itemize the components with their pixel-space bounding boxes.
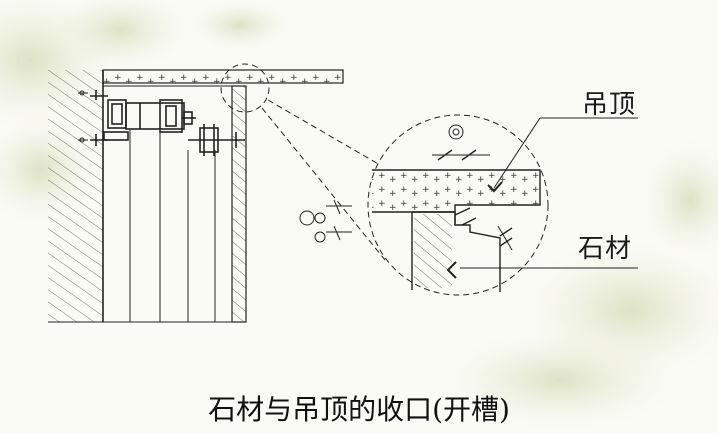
stone-label: 石材 xyxy=(578,234,633,264)
steel-bracket-upper xyxy=(90,90,196,133)
ceiling-label: 吊顶 xyxy=(582,90,637,120)
stone-panels xyxy=(103,130,232,323)
label-leaders xyxy=(460,117,638,269)
wall-anchors xyxy=(78,90,88,143)
magnified-detail xyxy=(299,124,541,292)
stone-cladding xyxy=(231,85,247,323)
drawing-caption: 石材与吊顶的收口(开槽) xyxy=(208,393,510,426)
detail-callout xyxy=(220,63,549,296)
concrete-wall xyxy=(48,70,104,323)
steel-bracket-lower xyxy=(90,124,245,156)
ceiling-board xyxy=(102,69,344,87)
